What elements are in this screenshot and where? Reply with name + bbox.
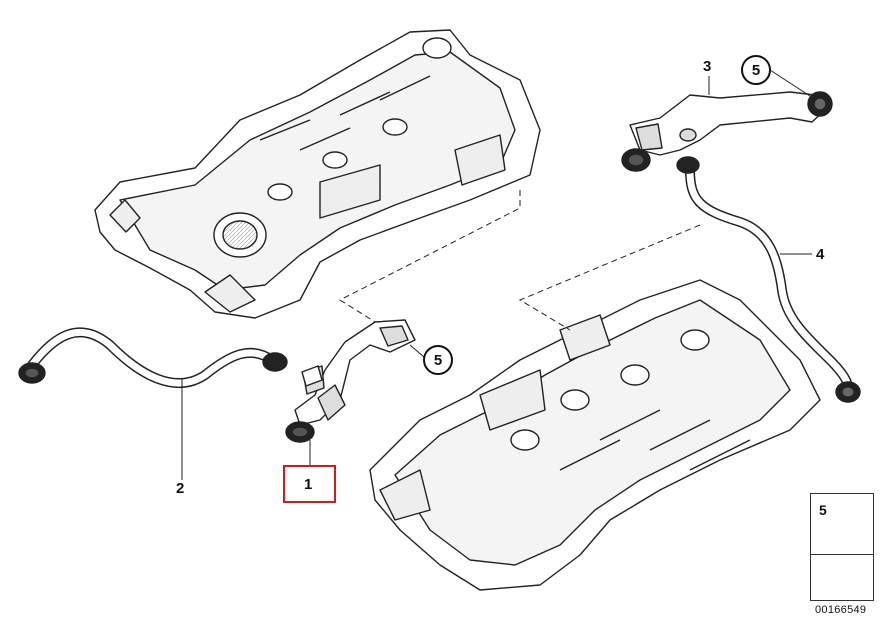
- callout-part3: 3: [703, 58, 712, 75]
- callout-part5-left: 5: [423, 345, 453, 375]
- alignment-lines: [338, 190, 701, 331]
- legend-divider: [811, 554, 873, 555]
- valve-cover-lower: [369, 279, 821, 591]
- callout-part5-right: 5: [741, 55, 771, 85]
- callout-part1: 1: [304, 476, 313, 493]
- reference-number: 00166549: [815, 604, 867, 616]
- highlight-box-part1: [283, 465, 336, 503]
- callout-part4: 4: [816, 246, 825, 263]
- hose-part3: [621, 91, 833, 172]
- valve-cover-upper: [94, 29, 541, 319]
- hose-part2: [18, 327, 323, 389]
- callout-part2: 2: [176, 480, 185, 497]
- hose-part4: [676, 156, 861, 403]
- leader-lines: [181, 69, 812, 480]
- legend-item-number: 5: [819, 502, 827, 518]
- legend-box: 5: [810, 493, 874, 601]
